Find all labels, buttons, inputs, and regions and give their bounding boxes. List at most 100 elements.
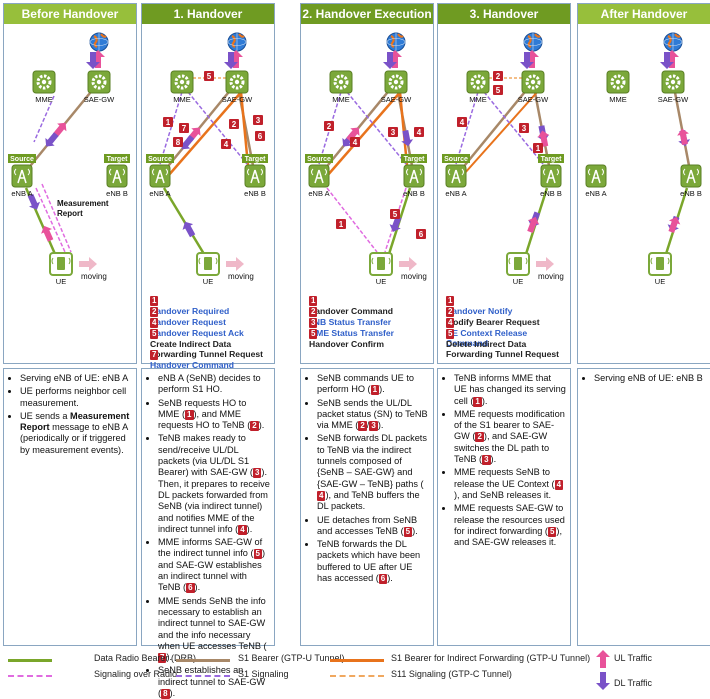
s1-signaling-line xyxy=(187,91,248,165)
step-badge: 3 xyxy=(253,115,263,125)
svg-text:4: 4 xyxy=(417,128,422,137)
s1-signaling-line xyxy=(159,91,183,165)
dl-arrow-icon xyxy=(86,52,100,69)
measurement-report-label: Report xyxy=(57,209,83,218)
step-badge: 1 xyxy=(533,143,543,153)
enb-a-node-icon xyxy=(308,164,330,188)
step-badge: 3 xyxy=(388,127,398,137)
source-tag xyxy=(146,154,174,163)
legend-drb-label: Data Radio Bearer (DRB) xyxy=(94,653,197,663)
step-badge: 2 xyxy=(324,121,334,131)
step-number-badge: 2 xyxy=(446,307,455,317)
source-tag xyxy=(442,154,470,163)
ul-arrow-icon xyxy=(53,122,67,138)
phase-notes-2: eNB A (SeNB) decides to perform S1 HO.Se… xyxy=(141,368,275,699)
svg-text:1: 1 xyxy=(166,118,171,127)
internet-globe-icon xyxy=(227,32,247,52)
note-item: TeNB forwards the DL packets which have … xyxy=(317,539,429,585)
ue-label: UE xyxy=(376,277,386,286)
dl-arrow-icon xyxy=(389,215,402,232)
svg-text:6: 6 xyxy=(258,132,263,141)
mme-label: MME xyxy=(332,95,350,104)
svg-text:4: 4 xyxy=(353,138,358,147)
step-item: 2Handover Request xyxy=(150,306,274,327)
internet-globe-icon xyxy=(386,32,406,52)
step-badge: 5 xyxy=(390,209,400,219)
step-item: 2eNB Status Transfer xyxy=(309,306,433,327)
svg-text:3: 3 xyxy=(256,116,261,125)
enb-a-node-icon xyxy=(445,164,467,188)
ul-arrow-icon xyxy=(41,225,54,242)
step-label: Create Indirect Data Forwarding Tunnel R… xyxy=(150,339,263,359)
phase-title: 1. Handover Preparation xyxy=(142,4,274,41)
ue-phone-icon xyxy=(648,252,672,276)
step-item: 7Handover Command xyxy=(150,349,274,370)
legend-ul-label: UL Traffic xyxy=(614,653,653,663)
dl-arrow-icon xyxy=(660,52,674,69)
legend-dl-label: DL Traffic xyxy=(614,678,653,688)
sae-gw-node-icon xyxy=(521,70,545,94)
dl-arrow-icon xyxy=(181,135,195,150)
step-label: Delete Indirect Data Forwarding Tunnel R… xyxy=(446,339,559,359)
enb-b-node-icon xyxy=(244,164,266,188)
ul-arrow-icon xyxy=(537,130,550,147)
mme-node-icon xyxy=(329,70,353,94)
note-item: MME requests modification of the S1 bear… xyxy=(454,409,566,466)
drb-line xyxy=(162,187,206,255)
mme-node-icon xyxy=(170,70,194,94)
target-tag-label: Target xyxy=(245,156,267,163)
phase-notes-1: Serving eNB of UE: eNB AUE performs neig… xyxy=(3,368,137,646)
dl-arrow-icon xyxy=(45,132,59,147)
phase-notes-5: Serving eNB of UE: eNB B xyxy=(577,368,710,646)
ul-arrow-icon xyxy=(346,127,360,142)
note-item: Serving eNB of UE: eNB A xyxy=(20,373,132,384)
note-item: UE detaches from SeNB and accesses TeNB … xyxy=(317,515,429,538)
sae-gw-node-icon xyxy=(384,70,408,94)
ue-label: UE xyxy=(655,277,665,286)
target-tag xyxy=(104,154,130,163)
step-number-badge: 7 xyxy=(150,350,159,360)
dl-arrow-icon xyxy=(520,52,534,69)
ul-arrow-icon xyxy=(677,128,689,145)
moving-arrow-icon xyxy=(536,257,554,271)
step-item: 5Delete Indirect Data Forwarding Tunnel … xyxy=(446,328,570,359)
legend-drb-line xyxy=(8,659,52,662)
s1-signaling-line xyxy=(483,91,544,165)
phase-title: 2. Handover Execution xyxy=(301,4,433,24)
step-label: Handover Required xyxy=(150,306,230,316)
phase-title: After Handover xyxy=(578,4,710,24)
step-item: 5Create Indirect Data Forwarding Tunnel … xyxy=(150,328,274,359)
step-label: Handover Command xyxy=(150,360,235,370)
dl-arrow-icon xyxy=(182,221,196,238)
step-label: Handover Command xyxy=(309,306,394,316)
svg-text:7: 7 xyxy=(182,124,187,133)
step-label: Handover Notify xyxy=(446,306,513,316)
mme-label: MME xyxy=(609,95,627,104)
dl-arrow-icon xyxy=(596,672,610,690)
svg-text:2: 2 xyxy=(496,72,501,81)
internet-globe-icon xyxy=(89,32,109,52)
step-number-badge: 3 xyxy=(309,318,318,328)
enb-a-label: eNB A xyxy=(585,189,606,198)
ul-arrow-icon xyxy=(668,216,681,233)
step-label: Handover Confirm xyxy=(309,339,384,349)
enb-b-node-icon xyxy=(106,164,128,188)
s1-signaling-line xyxy=(346,91,407,165)
svg-text:5: 5 xyxy=(207,72,212,81)
enb-b-label: eNB B xyxy=(680,189,702,198)
svg-text:5: 5 xyxy=(496,86,501,95)
target-tag-label: Target xyxy=(541,156,563,163)
ul-arrow-icon xyxy=(596,650,610,668)
step-badge: 2 xyxy=(493,71,503,81)
step-badge: 2 xyxy=(229,119,239,129)
dl-arrow-icon xyxy=(27,193,40,210)
svg-text:1: 1 xyxy=(339,220,344,229)
indirect-forwarding-line xyxy=(463,89,540,175)
ue-phone-icon xyxy=(49,252,73,276)
target-tag xyxy=(242,154,268,163)
